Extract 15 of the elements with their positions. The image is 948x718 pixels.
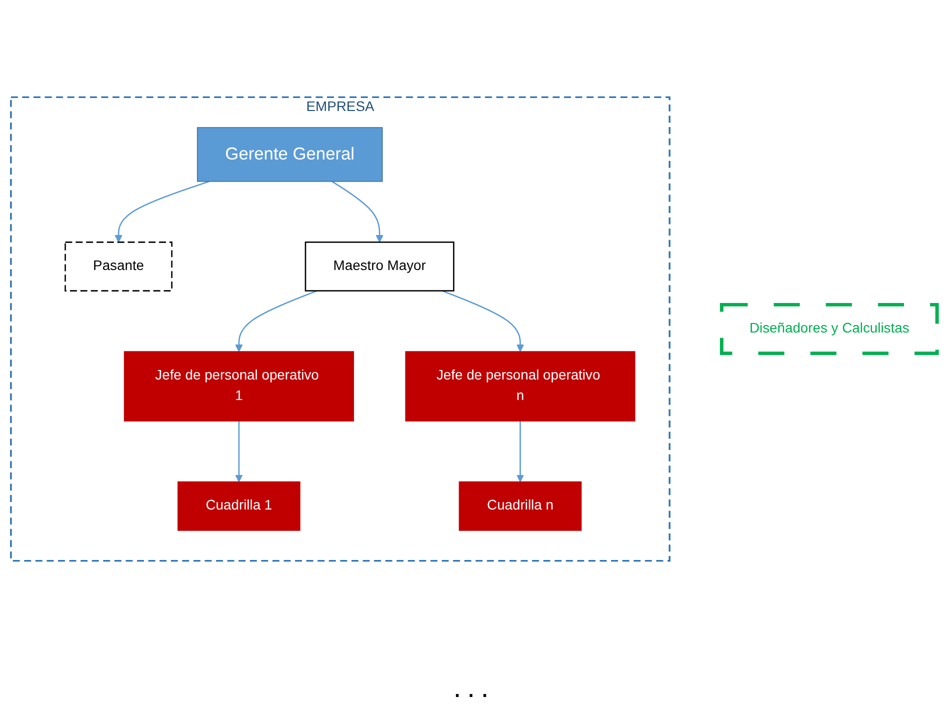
arrow <box>114 180 210 243</box>
node-box: Cuadrilla n <box>458 481 582 531</box>
node-box: Maestro Mayor <box>304 242 454 292</box>
node-box: Diseñadores y Calculistas <box>720 302 939 356</box>
arrow <box>516 421 524 482</box>
node-box: Gerente General <box>196 127 383 182</box>
arrow <box>235 290 318 352</box>
node-box: Jefe de personal operativo n <box>405 351 636 422</box>
arrow <box>235 421 243 482</box>
ellipsis-text: ... <box>453 672 495 704</box>
arrow <box>332 180 384 243</box>
node-box: Jefe de personal operativo 1 <box>124 351 354 422</box>
arrow <box>442 290 524 352</box>
node-box: Pasante <box>64 242 172 292</box>
node-box: Cuadrilla 1 <box>178 481 300 531</box>
